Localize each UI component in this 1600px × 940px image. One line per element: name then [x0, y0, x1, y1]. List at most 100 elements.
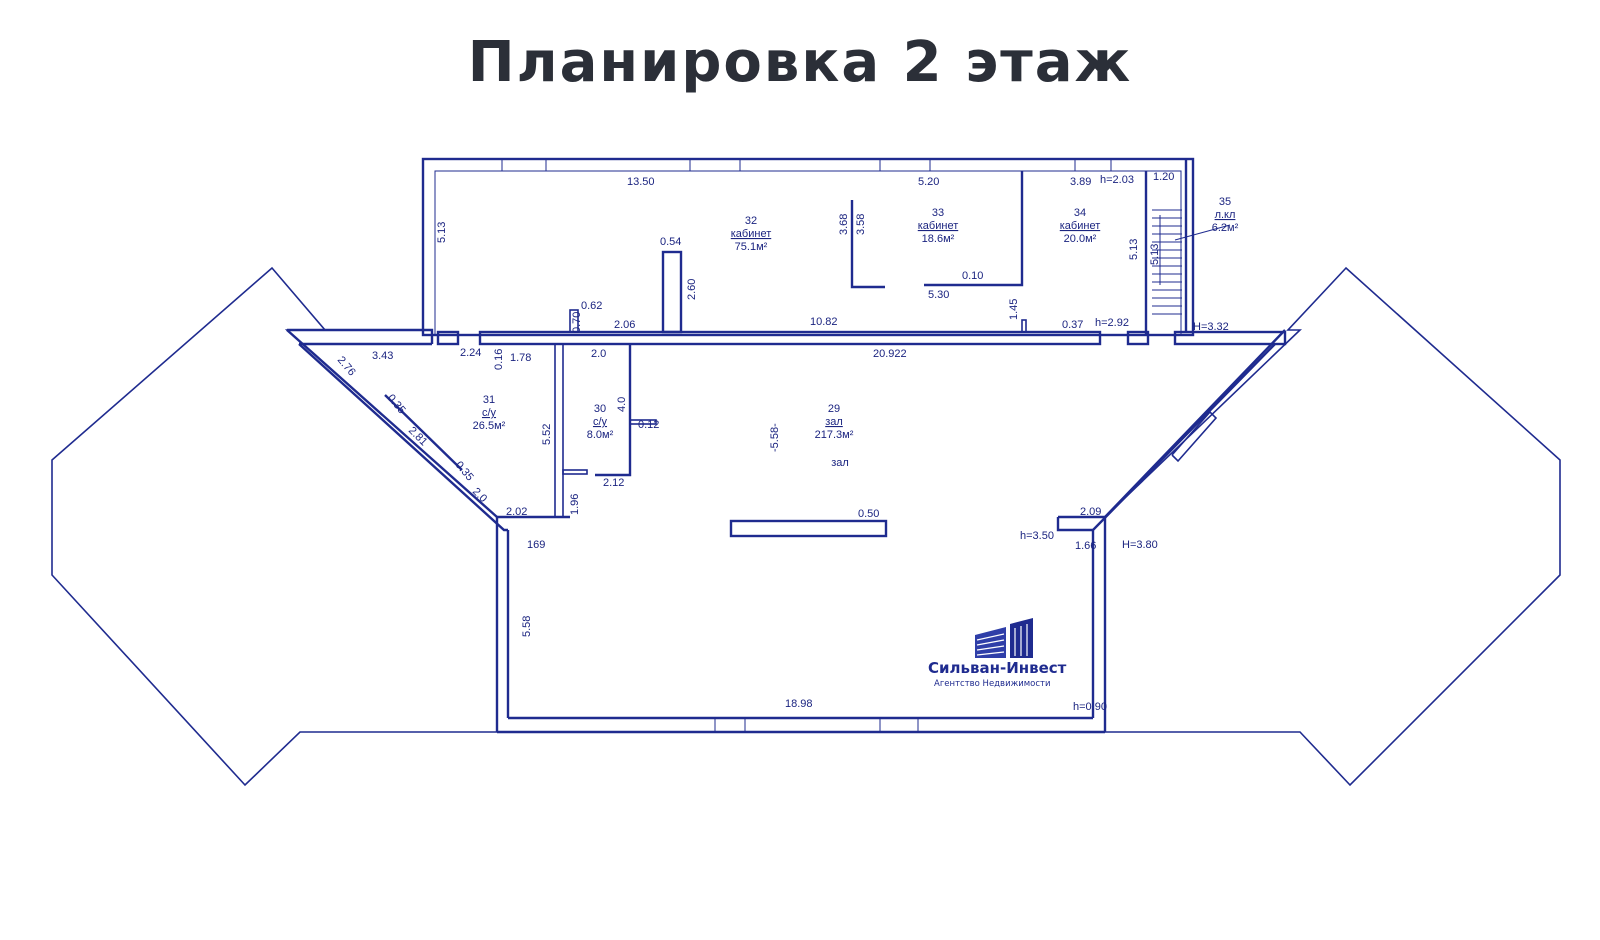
room-area: 75.1м²	[735, 241, 768, 253]
dim-label: 0.62	[581, 300, 602, 312]
wc31-wall	[554, 343, 564, 518]
hall-diagonal-left	[286, 329, 498, 518]
room-name: кабинет	[1060, 220, 1100, 232]
corridor-wall-right	[1173, 330, 1287, 346]
right-wing-outline	[1104, 266, 1561, 787]
dim-label: 5.30	[928, 289, 949, 301]
dim-label: 169	[527, 539, 545, 551]
dim-label: h=2.03	[1100, 174, 1134, 186]
stair-leader	[1174, 224, 1231, 241]
window	[1074, 158, 1112, 172]
logo-name: Сильван-Инвест	[928, 659, 1067, 677]
dim-label: 2.02	[506, 506, 527, 518]
dim-label: 20.922	[873, 348, 907, 360]
dim-label: 2.60	[686, 279, 698, 300]
window	[879, 717, 919, 733]
room-34-label: 34 кабинет 20.0м²	[1060, 207, 1100, 245]
dim-label: 3.43	[372, 350, 393, 362]
hall-diagonal-inner	[298, 343, 508, 532]
corridor-wall	[478, 330, 1102, 346]
dim-label: 1.96	[569, 494, 581, 515]
room-extra-label: зал	[831, 457, 849, 469]
dim-label: 5.13	[1128, 239, 1140, 260]
hall-column	[729, 519, 888, 538]
dim-label: -5.58-	[769, 423, 781, 452]
room-number: 33	[932, 207, 944, 219]
corridor-wall-stub	[436, 330, 460, 346]
room-name: кабинет	[731, 228, 771, 240]
room-29-label: 29 зал 217.3м² зал	[815, 403, 854, 469]
dim-label: 0.70	[571, 312, 583, 333]
wc30-door	[562, 469, 588, 475]
dim-label: 2.24	[460, 347, 481, 359]
wc31-inner-diagonal	[384, 394, 463, 471]
window-diagonal	[1171, 410, 1218, 463]
room-area: 20.0м²	[1064, 233, 1097, 245]
wc30-wall	[595, 344, 632, 477]
dim-label: 2.09	[1080, 506, 1101, 518]
room-name: с/у	[482, 407, 497, 419]
wc30-stub	[629, 419, 657, 425]
company-logo: Сильван-Инвест Агентство Недвижимости	[928, 618, 1067, 689]
hall-right-wall-inner	[1091, 343, 1276, 718]
dim-label: 13.50	[627, 176, 655, 188]
room-area: 217.3м²	[815, 429, 854, 441]
dim-label: 0.54	[660, 236, 681, 248]
right-step-inner	[1056, 517, 1093, 532]
room-number: 30	[594, 403, 606, 415]
room-31-label: 31 с/у 26.5м²	[473, 394, 506, 432]
room-35-label: 35 л.кл 6.2м²	[1212, 196, 1239, 234]
dim-label: 5.58	[521, 616, 533, 637]
dim-label: 4.0	[616, 397, 628, 412]
room-33-label: 33 кабинет 18.6м²	[918, 207, 958, 245]
dim-label: 2.06	[614, 319, 635, 331]
window	[689, 158, 741, 172]
stair-steps	[1152, 209, 1182, 315]
dim-label: 2.0	[591, 348, 606, 360]
window	[501, 158, 547, 172]
dim-label: H=3.80	[1122, 539, 1158, 551]
left-wing-outline	[51, 266, 498, 787]
page-title: Планировка 2 этаж	[467, 30, 1133, 95]
hall-right-wall	[1103, 329, 1286, 732]
dim-label: 5.13	[1149, 244, 1161, 265]
dim-label: 10.82	[810, 316, 838, 328]
room-name: с/у	[593, 416, 608, 428]
dim-label: 3.58	[855, 214, 867, 235]
room33-wall	[850, 200, 885, 289]
hall-wall	[287, 328, 434, 344]
room-30-label: 30 с/у 8.0м²	[587, 403, 614, 441]
dim-label: 1.78	[510, 352, 531, 364]
office-block-inner	[434, 170, 1182, 336]
corridor-wall-stub	[1126, 330, 1150, 346]
dim-label: 0.37	[1062, 319, 1083, 331]
room-number: 32	[745, 215, 757, 227]
dim-label: H=3.32	[1193, 321, 1229, 333]
dim-label: 5.20	[918, 176, 939, 188]
dim-label: 0.12	[638, 419, 659, 431]
room-number: 31	[483, 394, 495, 406]
dim-label: 0.10	[962, 270, 983, 282]
room-32-label: 32 кабинет 75.1м²	[731, 215, 771, 253]
room33-wall-right	[924, 171, 1024, 287]
dim-label: 18.98	[785, 698, 813, 710]
dim-label: 1.20	[1153, 171, 1174, 183]
dim-label: 5.13	[436, 222, 448, 243]
room-area: 8.0м²	[587, 429, 614, 441]
window	[714, 717, 746, 733]
partition	[661, 250, 683, 334]
dim-label: h=0.90	[1073, 701, 1107, 713]
room-number: 35	[1219, 196, 1231, 208]
logo-tagline: Агентство Недвижимости	[934, 679, 1051, 689]
dim-label: 3.68	[838, 214, 850, 235]
dim-label: h=3.50	[1020, 530, 1054, 542]
dim-label: 2.12	[603, 477, 624, 489]
room-number: 34	[1074, 207, 1086, 219]
room-area: 26.5м²	[473, 420, 506, 432]
room-name: кабинет	[918, 220, 958, 232]
window	[879, 158, 931, 172]
dim-label: 0.50	[858, 508, 879, 520]
door-stub	[569, 309, 579, 333]
dim-label: 1.45	[1008, 299, 1020, 320]
